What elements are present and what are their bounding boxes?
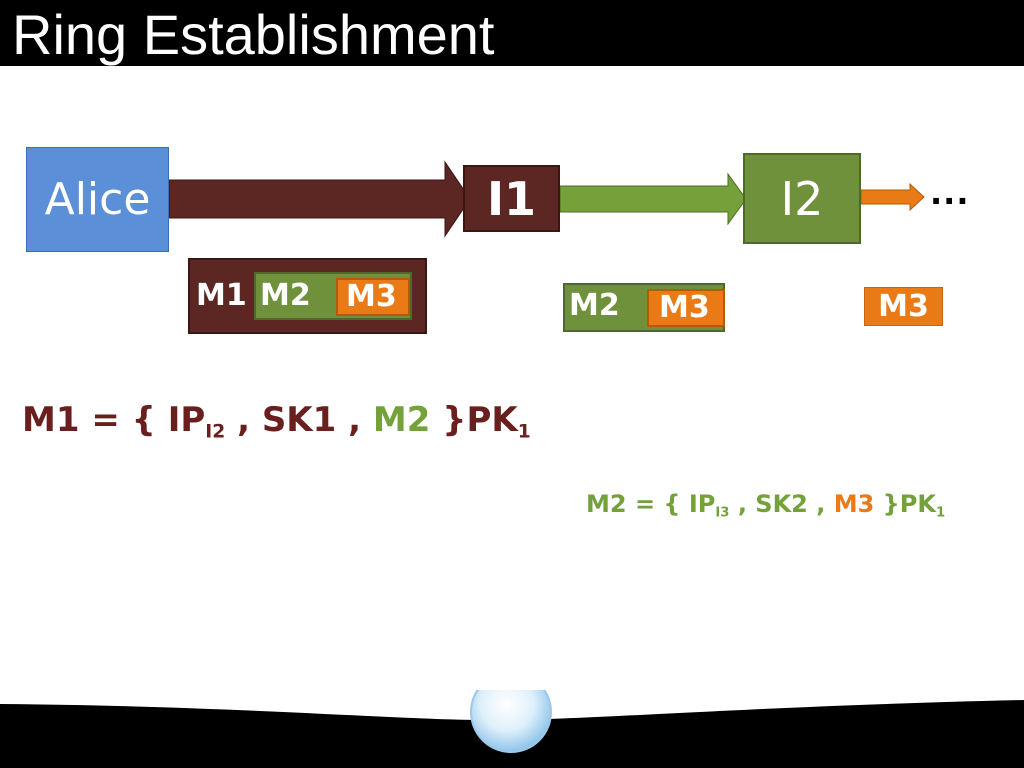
packet-m1-label: M1 <box>196 278 247 313</box>
packet-m2: M2 M3 <box>563 283 725 332</box>
formula-m1-sub-ip: I2 <box>205 421 226 443</box>
footer-decoration <box>0 690 1024 768</box>
packet-m1: M1 M2 M3 <box>188 258 427 334</box>
i2-node: I2 <box>743 153 861 244</box>
i1-node: I1 <box>463 165 560 232</box>
formula-m2-sub-pk: 1 <box>935 505 946 521</box>
packet-m3-label: M3 <box>878 289 929 324</box>
formula-m1: M1 = { IPI2 , SK1 , M2 }PK1 <box>22 400 531 443</box>
formula-m2-payload: M3 <box>833 490 875 518</box>
formula-m2: M2 = { IPI3 , SK2 , M3 }PK1 <box>586 490 945 521</box>
packet-m1-inner-m2-label: M2 <box>260 278 311 313</box>
formula-m1-lhs: M1 = { IP <box>22 400 206 440</box>
formula-m1-sub-pk: 1 <box>517 421 531 443</box>
formula-m1-mid: , SK1 , <box>225 400 373 440</box>
slide-title: Ring Establishment <box>12 3 495 66</box>
continuation-dots: ... <box>930 174 970 212</box>
formula-m2-sub-ip: I3 <box>715 505 730 521</box>
packet-m2-label: M2 <box>569 288 620 323</box>
packet-m2-inner-m3-label: M3 <box>659 290 710 325</box>
arrow-i2-onward <box>860 182 925 212</box>
formula-m1-close: }PK <box>430 400 518 440</box>
footer-orb-icon <box>470 690 552 753</box>
packet-m1-inner-m2: M2 M3 <box>254 272 412 320</box>
arrow-alice-to-i1 <box>168 160 471 238</box>
formula-m1-payload: M2 <box>372 400 431 440</box>
formula-m2-lhs: M2 = { IP <box>586 490 716 518</box>
alice-node: Alice <box>26 147 169 252</box>
arrow-i1-to-i2 <box>559 172 747 226</box>
packet-m1-inner-m3: M3 <box>336 278 410 316</box>
packet-m2-inner-m3: M3 <box>647 289 725 327</box>
packet-m3: M3 <box>864 287 943 326</box>
packet-m1-inner-m3-label: M3 <box>346 279 397 314</box>
title-bar: Ring Establishment <box>0 0 1024 66</box>
formula-m2-mid: , SK2 , <box>729 490 834 518</box>
formula-m2-close: }PK <box>874 490 936 518</box>
